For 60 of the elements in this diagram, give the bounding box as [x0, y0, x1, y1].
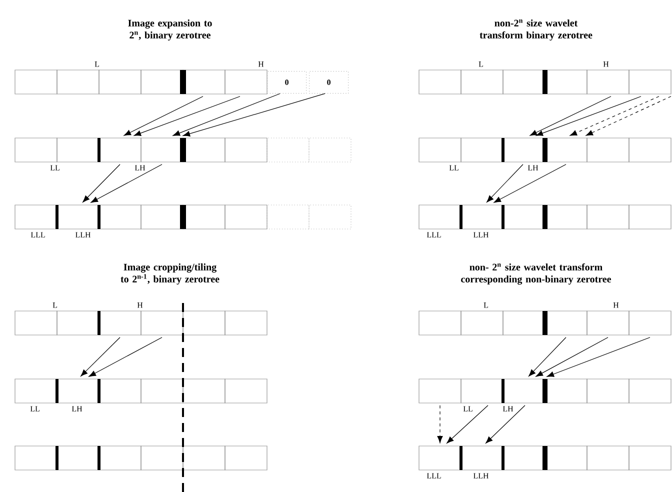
- band-label: LLH: [473, 232, 489, 238]
- cell-row: [418, 378, 672, 404]
- band-label: LLH: [473, 473, 489, 478]
- cell-row: [14, 310, 268, 336]
- band-label: H: [258, 62, 264, 67]
- cell-row: [14, 138, 352, 162]
- panel-title: non- 2$^{n}$ size wavelet transform corresponding non-binary zerotree: [461, 263, 612, 285]
- cell-row: [14, 204, 352, 230]
- cell-row: [14, 378, 268, 404]
- band-label: H: [137, 302, 143, 308]
- arrow: [536, 337, 608, 377]
- band-label: LLH: [75, 232, 91, 238]
- arrow: [446, 405, 488, 444]
- cell-row: [14, 70, 268, 94]
- arrow: [528, 337, 566, 376]
- cell-row: [418, 138, 672, 162]
- arrow: [486, 405, 526, 444]
- band-label: LLL: [30, 232, 45, 238]
- arrow: [570, 96, 660, 136]
- cell-row: [14, 446, 268, 470]
- arrow: [586, 96, 672, 136]
- cell-row: [418, 70, 672, 94]
- arrow: [486, 164, 524, 202]
- band-label: LLL: [426, 232, 441, 238]
- zero-cell: 0: [309, 71, 349, 94]
- panel-title: Image expansion to 2$^{n}$, binary zerotree: [128, 19, 212, 41]
- arrow: [437, 405, 443, 444]
- band-label: LL: [449, 165, 458, 170]
- panel-title: non-2$^{n}$ size wavelet transform binary zerotree: [480, 19, 592, 41]
- band-label: L: [94, 62, 99, 67]
- arrow: [124, 96, 204, 136]
- band-label: L: [52, 302, 57, 308]
- arrow: [546, 337, 650, 377]
- arrow: [536, 96, 642, 136]
- arrow: [494, 164, 566, 203]
- arrow: [182, 93, 326, 136]
- band-label: LH: [502, 406, 514, 412]
- cell-row: [418, 310, 672, 336]
- band-label: H: [603, 62, 609, 67]
- band-label: LH: [134, 165, 146, 170]
- arrow: [82, 164, 120, 202]
- cell-row: [418, 204, 672, 230]
- arrow: [172, 93, 280, 136]
- band-label: LH: [72, 406, 82, 412]
- band-label: L: [484, 302, 488, 308]
- band-label: LLL: [426, 473, 441, 478]
- arrow: [530, 96, 612, 136]
- panel-title: Image cropping/tiling to 2$^{n-1}$, binary zerotree: [120, 263, 220, 285]
- band-label: LL: [50, 165, 60, 170]
- zero-cell: 0: [267, 71, 307, 94]
- band-label: LL: [30, 406, 40, 412]
- arrow: [80, 337, 120, 376]
- arrow: [90, 164, 162, 203]
- band-label: L: [478, 62, 483, 67]
- band-label: LH: [528, 165, 538, 170]
- band-label: H: [613, 302, 619, 308]
- cell-row: [418, 446, 672, 470]
- arrow: [88, 337, 162, 377]
- arrow: [134, 96, 240, 136]
- band-label: LL: [463, 406, 472, 412]
